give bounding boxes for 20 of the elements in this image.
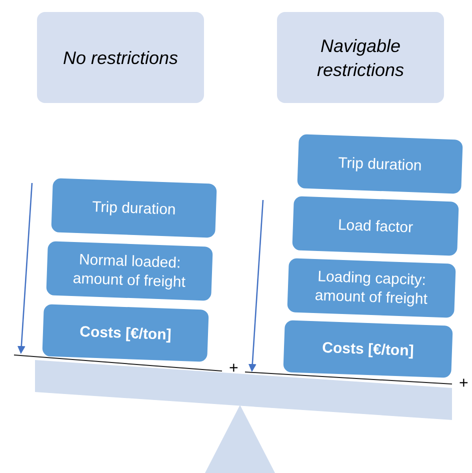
factor-box bbox=[46, 241, 213, 301]
header-box bbox=[277, 12, 444, 103]
factor-text: Loading capcity: amount of freight bbox=[314, 267, 429, 310]
factor-box bbox=[292, 196, 459, 256]
factor-text: Normal loaded: amount of freight bbox=[72, 250, 187, 293]
plus-sign: + bbox=[229, 360, 238, 378]
factor-text: Trip duration bbox=[338, 153, 422, 175]
header-text: No restrictions bbox=[62, 46, 178, 70]
factor-text: Trip duration bbox=[92, 197, 176, 219]
factor-box bbox=[42, 304, 209, 362]
factor-box bbox=[287, 258, 456, 318]
plus-sign: + bbox=[459, 375, 468, 393]
factor-text: Load factor bbox=[338, 215, 414, 237]
factor-box bbox=[51, 178, 217, 238]
header-box bbox=[37, 12, 204, 103]
factor-text: Costs [€/ton] bbox=[322, 338, 414, 360]
header-text: Navigable restrictions bbox=[316, 34, 406, 82]
factor-box bbox=[283, 320, 453, 378]
factor-text: Costs [€/ton] bbox=[79, 322, 172, 344]
factor-box bbox=[297, 134, 463, 194]
